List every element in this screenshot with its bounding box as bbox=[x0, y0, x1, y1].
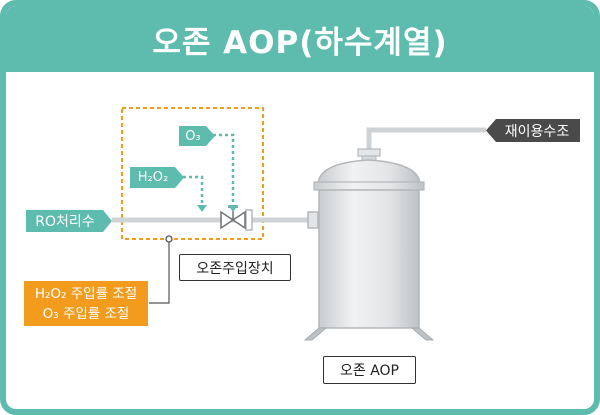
h2o2-feed-line bbox=[183, 175, 204, 206]
o3-label: O₃ bbox=[179, 126, 215, 146]
injection-boundary bbox=[121, 107, 264, 240]
control-node bbox=[165, 235, 173, 243]
h2o2-label: H₂O₂ bbox=[130, 167, 184, 188]
injection-device-label: 오존주입장치 bbox=[179, 254, 291, 281]
ro-water-label: RO처리수 bbox=[26, 210, 112, 232]
injection-control-box: H₂O₂ 주입률 조절 O₃ 주입률 조절 bbox=[24, 281, 148, 326]
control-line bbox=[149, 239, 170, 304]
pipe-flange bbox=[245, 209, 253, 231]
reuse-tank-label: 재이용수조 bbox=[486, 119, 580, 142]
title-bar: 오존 AOP(하수계열) bbox=[6, 6, 594, 72]
aop-reactor-label: 오존 AOP bbox=[323, 356, 416, 384]
diagram-title: 오존 AOP(하수계열) bbox=[152, 24, 448, 61]
h2o2-control-text: H₂O₂ 주입률 조절 bbox=[34, 285, 138, 302]
o3-arrow-icon bbox=[228, 205, 238, 212]
o3-feed-line bbox=[213, 133, 235, 206]
h2o2-arrow-icon bbox=[197, 205, 207, 212]
aop-reactor-tank bbox=[303, 148, 435, 341]
o3-control-text: O₃ 주입률 조절 bbox=[42, 305, 130, 322]
tank-nozzle bbox=[307, 211, 319, 229]
outlet-pipe bbox=[366, 127, 486, 158]
